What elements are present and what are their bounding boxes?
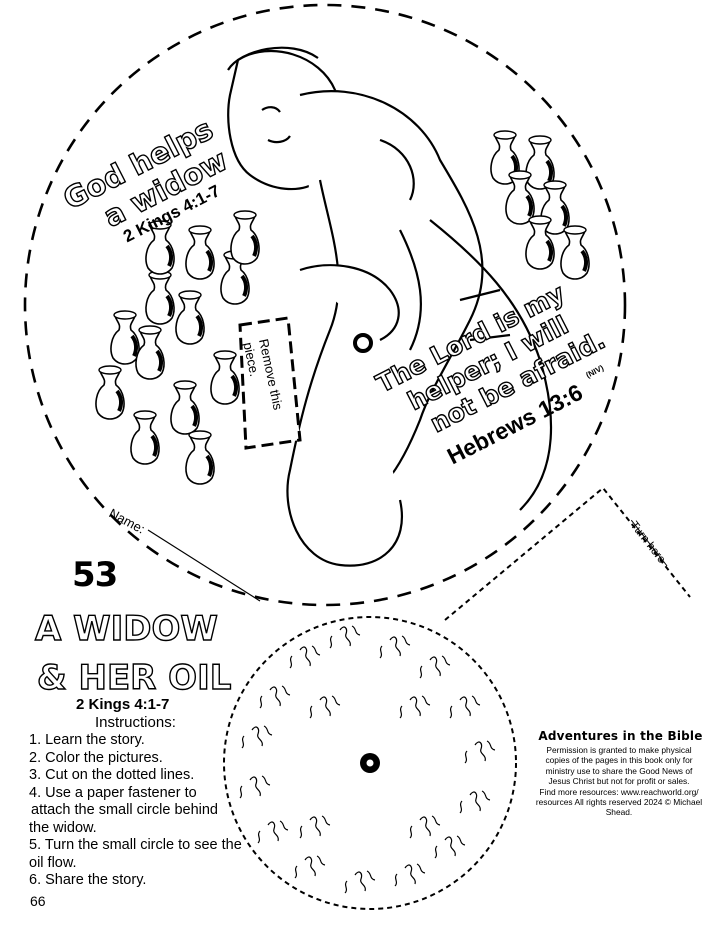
lesson-number: 53 <box>72 555 118 595</box>
jars-left <box>94 209 261 486</box>
permission-line: Find more resources: www.reachworld.org/ <box>539 786 699 797</box>
permission-line: Shead. <box>605 807 633 818</box>
permission-line: resources All rights reserved 2024 © Mic… <box>535 797 703 808</box>
instruction-step: the widow. <box>29 819 97 836</box>
permission-text: Permission is granted to make physical c… <box>519 745 713 818</box>
jars-right <box>489 129 591 281</box>
name-label: Name: <box>107 505 148 536</box>
remove-piece-outline <box>238 316 302 450</box>
instruction-step: 3. Cut on the dotted lines. <box>29 767 195 783</box>
lesson-title-line2: & HER OIL <box>37 658 231 698</box>
permission-line: copies of the pages in this book only fo… <box>545 755 693 766</box>
permission-line: Permission is granted to make physical <box>546 745 692 755</box>
instructions-list: 1. Learn the story. 2. Color the picture… <box>29 732 244 890</box>
instruction-step: 1. Learn the story. <box>29 732 145 748</box>
title-badge: God helps a widow 2 Kings 4:1-7 <box>57 111 234 246</box>
large-cut-circle <box>23 3 627 607</box>
instructions-heading: Instructions: <box>95 714 176 731</box>
instruction-step: 5. Turn the small circle to see the <box>29 837 242 853</box>
instruction-step: attach the small circle behind <box>31 802 218 818</box>
instruction-step: oil flow. <box>29 854 77 871</box>
name-line <box>147 529 261 602</box>
small-cut-circle <box>223 616 517 910</box>
instruction-step: 4. Use a paper fastener to <box>29 784 197 801</box>
brand-title: Adventures in the Bible <box>538 729 703 743</box>
page-number: 66 <box>30 893 46 909</box>
permission-line: ministry use to share the Good News of <box>545 765 693 776</box>
cut-label-line2: piece. <box>240 341 262 378</box>
instruction-step: 2. Color the pictures. <box>29 749 163 766</box>
instruction-step: 6. Share the story. <box>29 872 147 888</box>
lesson-reference: 2 Kings 4:1-7 <box>76 696 170 713</box>
turn-tab-outline <box>444 486 691 621</box>
permission-line: Jesus Christ but not for profit or sales… <box>548 776 690 787</box>
verse-version: (NIV) <box>584 363 605 380</box>
widow-figure <box>227 46 553 567</box>
lesson-title-line1: A WIDOW <box>35 609 218 649</box>
